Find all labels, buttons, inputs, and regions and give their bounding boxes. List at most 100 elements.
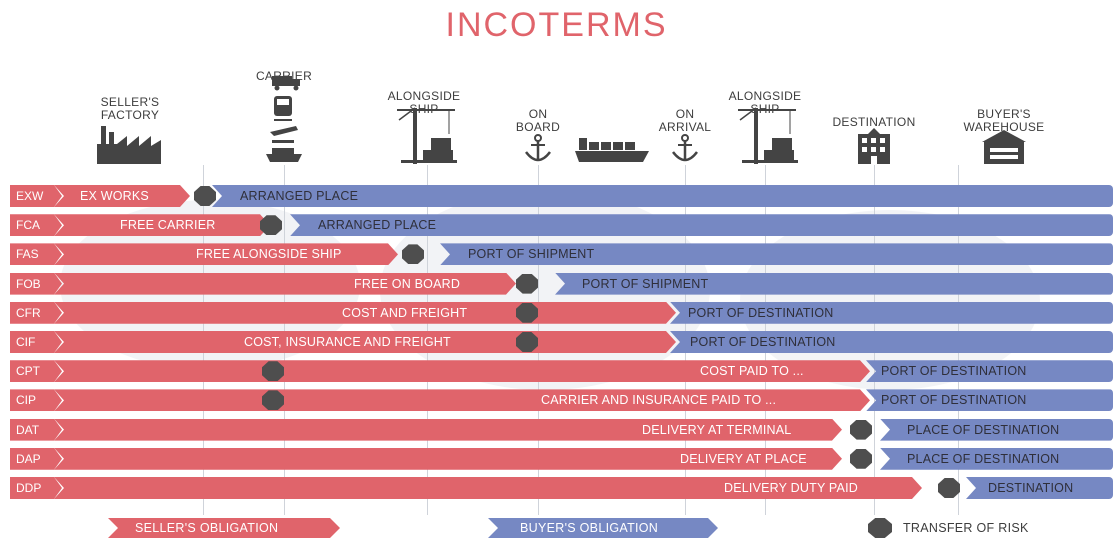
stage-header-line: ALONGSIDE [728, 89, 802, 103]
anchor-icon [523, 134, 553, 169]
buyer-obligation-bar [880, 418, 1113, 441]
stage-header-line: ON [528, 107, 548, 121]
buyer-obligation-bar [866, 360, 1113, 383]
incoterm-row-exw: EXW EX WORKS ARRANGED PLACE [10, 185, 1113, 207]
seller-obligation-label: DELIVERY AT TERMINAL [642, 422, 792, 437]
seller-obligation-bar [54, 185, 190, 207]
seller-obligation-label: DELIVERY DUTY PAID [724, 481, 858, 495]
seller-obligation-label: FREE ALONGSIDE SHIP [196, 247, 342, 262]
page-title: INCOTERMS [445, 6, 668, 44]
legend-seller-label: SELLER'S OBLIGATION [135, 521, 279, 535]
transfer-of-risk-icon [516, 302, 538, 323]
buyer-obligation-label: PORT OF DESTINATION [881, 393, 1027, 408]
stage-header-line: BUYER'S [977, 107, 1031, 121]
buyer-obligation-bar [212, 185, 1113, 207]
buyer-obligation-label: PLACE OF DESTINATION [907, 451, 1060, 466]
seller-obligation-label: FREE CARRIER [120, 218, 216, 233]
cargo-ship-icon [573, 134, 651, 169]
stage-header-line: DESTINATION [832, 115, 916, 129]
buyer-obligation-label: ARRANGED PLACE [240, 189, 359, 203]
legend-buyer-label: BUYER'S OBLIGATION [520, 521, 659, 535]
seller-obligation-label: CARRIER AND INSURANCE PAID TO ... [541, 393, 777, 408]
factory-icon [95, 124, 165, 169]
seller-obligation-bar [54, 389, 870, 411]
legend-risk-icon [868, 518, 892, 538]
crane-icon [732, 104, 798, 169]
seller-obligation-bar [54, 477, 922, 499]
stage-header-line: BOARD [515, 120, 561, 134]
incoterm-row-fca: FCA FREE CARRIER ARRANGED PLACE [10, 214, 1113, 237]
buyer-obligation-bar [670, 301, 1113, 324]
incoterm-code: DDP [10, 477, 62, 499]
transfer-of-risk-icon [516, 332, 538, 352]
transfer-of-risk-icon [850, 448, 872, 469]
world-map-background-3 [740, 210, 1040, 390]
incoterm-code: CIP [10, 389, 62, 412]
incoterm-code: DAT [10, 418, 62, 441]
buyer-obligation-bar [440, 243, 1113, 266]
seller-obligation-bar [54, 243, 398, 265]
stage-header-line: ALONGSIDE [387, 89, 461, 103]
transfer-of-risk-icon [194, 186, 216, 206]
incoterm-code: FCA [10, 214, 62, 237]
incoterm-code: CPT [10, 360, 62, 383]
incoterm-code: FOB [10, 272, 62, 295]
stage-header-line: FACTORY [100, 108, 160, 122]
stage-header-line: SELLER'S [100, 95, 160, 109]
incoterm-row-ddp: DDP DELIVERY DUTY PAID DESTINATION [10, 477, 1113, 499]
buyer-obligation-label: PORT OF DESTINATION [881, 364, 1027, 379]
seller-obligation-bar [54, 448, 842, 470]
seller-obligation-label: COST AND FREIGHT [342, 305, 468, 320]
incoterm-row-dap: DAP DELIVERY AT PLACE PLACE OF DESTINATION [10, 447, 1113, 470]
anchor-icon [670, 134, 700, 169]
buyer-obligation-label: DESTINATION [988, 481, 1074, 495]
buyer-obligation-bar [290, 214, 1113, 237]
transfer-of-risk-icon [850, 419, 872, 440]
seller-obligation-bar [54, 360, 870, 382]
incoterm-code: FAS [10, 243, 62, 266]
crane-icon [391, 104, 457, 169]
seller-obligation-bar [54, 273, 516, 295]
incoterm-code: CIF [10, 331, 62, 353]
incoterm-code: CFR [10, 301, 62, 324]
stage-header-line: ARRIVAL [658, 120, 712, 134]
incoterm-code: DAP [10, 447, 62, 470]
transfer-of-risk-icon [260, 215, 282, 236]
incoterm-row-cfr: CFR COST AND FREIGHT PORT OF DESTINATION [10, 301, 1113, 324]
buyer-obligation-label: PORT OF DESTINATION [690, 335, 836, 349]
buyer-obligation-label: PORT OF SHIPMENT [582, 276, 709, 291]
buyer-obligation-label: PORT OF DESTINATION [688, 305, 834, 320]
incoterm-row-cip: CIP CARRIER AND INSURANCE PAID TO ... PORT… [10, 389, 1113, 412]
stage-header-line: ON [675, 107, 695, 121]
legend-buyer-swatch [488, 518, 718, 538]
buyer-obligation-bar [966, 477, 1113, 499]
incoterm-row-cif: CIF COST, INSURANCE AND FREIGHT PORT OF DE… [10, 331, 1113, 353]
seller-obligation-label: DELIVERY AT PLACE [680, 451, 807, 466]
legend-risk-label: TRANSFER OF RISK [903, 521, 1029, 535]
stage-header-line: WAREHOUSE [963, 120, 1045, 134]
buyer-obligation-label: ARRANGED PLACE [318, 218, 437, 233]
buyer-obligation-bar [670, 331, 1113, 353]
stage-header-destination: DESTINATION [814, 116, 934, 129]
transfer-of-risk-icon [262, 390, 284, 411]
transfer-of-risk-icon [938, 478, 960, 498]
seller-obligation-label: COST PAID TO ... [700, 364, 804, 379]
legend-seller-swatch [108, 518, 340, 538]
seller-obligation-label: EX WORKS [80, 189, 149, 203]
buyer-obligation-bar [555, 272, 1113, 295]
seller-obligation-bar [54, 419, 842, 441]
incoterm-code: EXW [10, 185, 62, 207]
seller-obligation-label: COST, INSURANCE AND FREIGHT [244, 335, 451, 349]
transfer-of-risk-icon [402, 244, 424, 265]
transport-stack-icon [262, 74, 306, 169]
buyer-obligation-bar [880, 447, 1113, 470]
buyer-obligation-bar [866, 389, 1113, 412]
incoterm-row-cpt: CPT COST PAID TO ... PORT OF DESTINATION [10, 360, 1113, 383]
